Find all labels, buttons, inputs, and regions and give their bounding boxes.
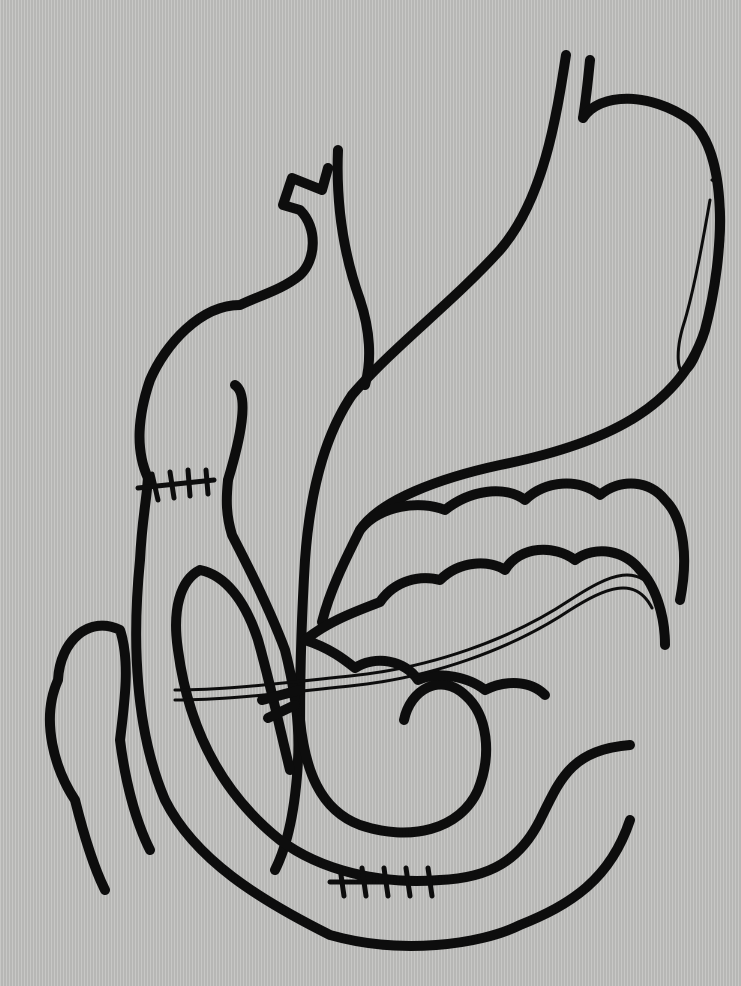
stomach [300, 99, 720, 720]
transverse-colon [305, 550, 665, 695]
efferent-loop [300, 685, 486, 833]
ink-layer [50, 55, 724, 946]
esophagus [352, 55, 590, 395]
